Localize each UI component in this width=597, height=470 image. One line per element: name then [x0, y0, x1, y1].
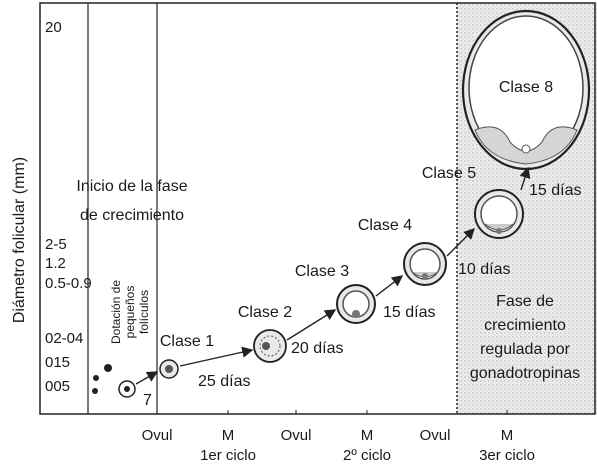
y-axis-label: Diámetro folicular (mm) — [11, 157, 28, 323]
follicle-primordial — [118, 380, 136, 398]
follicle-class-5 — [474, 189, 524, 239]
inicio-annotation: Inicio de la fase de crecimiento — [76, 178, 187, 224]
follicle-class-1 — [159, 359, 179, 379]
duration-label: 20 días — [291, 340, 343, 357]
class-label: Clase 5 — [422, 165, 476, 182]
y-tick: 20 — [45, 19, 62, 36]
follicle-class-2 — [253, 329, 287, 363]
x-tick-marks — [227, 410, 508, 414]
cycle-label: 3er ciclo — [479, 447, 535, 464]
y-tick: 1.2 — [45, 255, 66, 272]
follicle-class-4 — [403, 242, 447, 286]
x-tick: M — [222, 427, 235, 444]
y-tick: 0.5-0.9 — [45, 275, 92, 292]
y-tick: 005 — [45, 378, 70, 395]
plot-frame — [39, 2, 596, 415]
class-label: Clase 4 — [358, 217, 412, 234]
inicio-line-1: Inicio de la fase — [76, 178, 187, 195]
class-label: Clase 2 — [238, 304, 292, 321]
duration-labels: 7 25 días 20 días 15 días 10 días 15 día… — [143, 182, 581, 409]
duration-label: 10 días — [458, 261, 510, 278]
fase-line-1: Fase de — [496, 293, 554, 310]
dotacion-line-3: folículos — [137, 290, 151, 334]
duration-label: 15 días — [383, 304, 435, 321]
arrow-c4-to-c5 — [446, 228, 475, 257]
y-tick: 02-04 — [45, 330, 83, 347]
class-label: Clase 8 — [499, 79, 553, 96]
fase-line-3: regulada por — [480, 341, 571, 358]
inicio-line-2: de crecimiento — [80, 207, 184, 224]
duration-label: 15 días — [529, 182, 581, 199]
cycle-label: 1er ciclo — [200, 447, 256, 464]
x-tick: Ovul — [142, 427, 173, 444]
y-axis-ticks: 20 2-5 1.2 0.5-0.9 02-04 015 005 — [45, 19, 92, 395]
y-tick: 2-5 — [45, 236, 67, 253]
duration-label: 25 días — [198, 373, 250, 390]
arrow-c5-to-c8 — [519, 166, 531, 191]
arrow-c2-to-c3 — [286, 309, 337, 341]
fase-annotation: Fase de crecimiento regulada por gonadot… — [470, 293, 580, 382]
arrow-prim-to-c1 — [135, 371, 159, 385]
y-tick: 015 — [45, 354, 70, 371]
class-label: Clase 3 — [295, 263, 349, 280]
cycle-label: 2º ciclo — [343, 447, 391, 464]
class-labels: Clase 1 Clase 2 Clase 3 Clase 4 Clase 5 … — [160, 79, 553, 350]
small-follicle-dots — [92, 364, 112, 394]
arrow-c1-to-c2 — [179, 346, 254, 367]
dotacion-annotation: Dotación de pequeños folículos — [109, 280, 151, 344]
class-label: Clase 1 — [160, 333, 214, 350]
x-tick: M — [501, 427, 514, 444]
duration-label: 7 — [143, 392, 152, 409]
x-tick: Ovul — [281, 427, 312, 444]
arrow-c3-to-c4 — [375, 275, 404, 297]
progression-arrows — [135, 166, 531, 385]
x-tick: M — [361, 427, 374, 444]
follicle-class-3 — [336, 284, 376, 324]
x-axis-ticks: Ovul M Ovul M Ovul M 1er ciclo 2º ciclo … — [142, 427, 535, 464]
fase-line-2: crecimiento — [484, 317, 566, 334]
dotacion-line-2: pequeños — [123, 286, 137, 339]
x-tick: Ovul — [420, 427, 451, 444]
follicle-class-8 — [461, 9, 591, 171]
dotacion-line-1: Dotación de — [109, 280, 123, 344]
fase-line-4: gonadotropinas — [470, 365, 580, 382]
